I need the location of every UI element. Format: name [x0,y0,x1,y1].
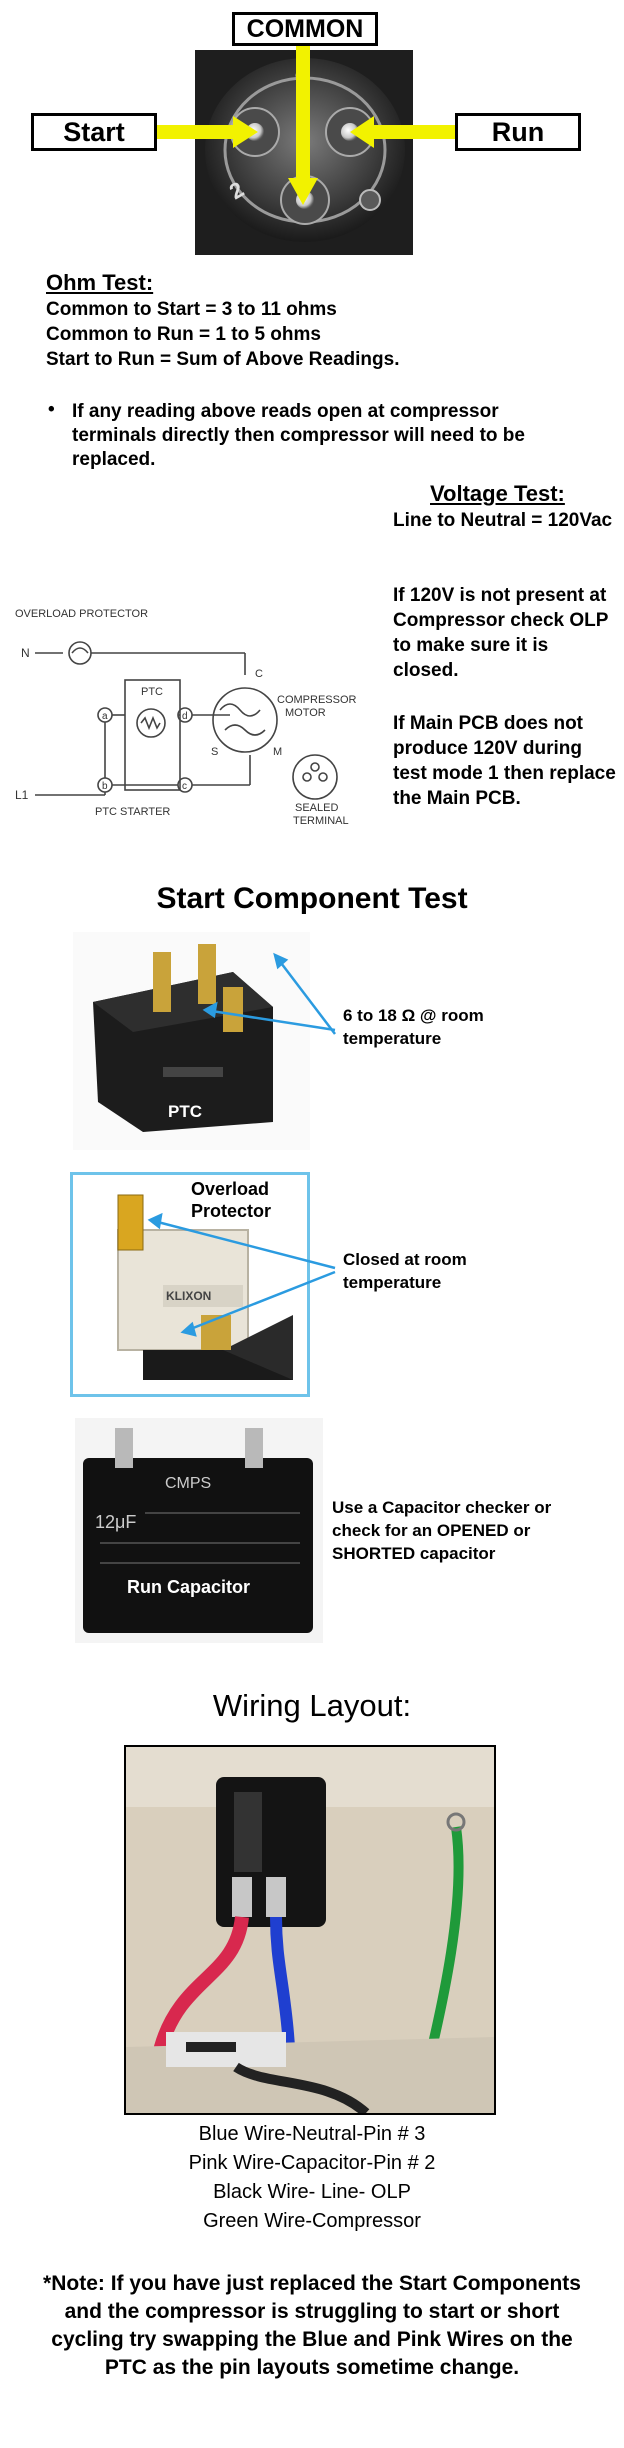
start-arrow [157,116,258,148]
wire-caption-blue: Blue Wire-Neutral-Pin # 3 [198,2123,426,2145]
overload-photo-label-1: Overload [191,1179,269,1199]
schem-compressor-1: COMPRESSOR [277,694,357,706]
ptc-photo: PTC [73,932,310,1150]
swap-wires-note: *Note: If you have just replaced the Sta… [43,2272,581,2379]
capacitor-marking-2: 12μF [95,1512,136,1532]
schem-a: a [102,711,108,722]
overload-photo: KLIXON Overload Protector [70,1172,310,1397]
ohm-test-line-3: Start to Run = Sum of Above Readings. [46,349,400,370]
wire-caption-green: Green Wire-Compressor [203,2210,421,2232]
schem-ptc: PTC [141,686,163,698]
schem-c: c [182,781,187,792]
capacitor-check-note: Use a Capacitor checker or check for an … [332,1498,552,1563]
schem-sealed-2: TERMINAL [293,815,349,827]
voltage-pcb-check: If Main PCB does not produce 120V during… [393,713,616,809]
voltage-test-title: Voltage Test: [430,481,565,506]
ptc-wiring-schematic: OVERLOAD PROTECTOR N L1 PTC PTC STARTER … [15,608,357,827]
schem-d: d [182,711,188,722]
schem-M: M [273,746,282,758]
start-component-title: Start Component Test [156,882,468,915]
ptc-resistance-note: 6 to 18 Ω @ room temperature [343,1006,484,1048]
start-label: Start [31,113,157,151]
callout-arrows [147,952,336,1337]
schem-S: S [211,746,218,758]
schem-b: b [102,781,108,792]
capacitor-photo-label: Run Capacitor [127,1577,250,1597]
run-arrow [350,116,455,148]
schem-compressor-2: MOTOR [285,707,326,719]
voltage-line-neutral: Line to Neutral = 120Vac [393,510,613,531]
schem-ptc-starter: PTC STARTER [95,806,170,818]
schem-C: C [255,668,263,680]
wiring-layout-title: Wiring Layout: [212,1688,412,1723]
wire-caption-pink: Pink Wire-Capacitor-Pin # 2 [188,2152,436,2174]
ohm-test-bullet: If any reading above reads open at compr… [72,401,525,470]
ohm-test-line-1: Common to Start = 3 to 11 ohms [46,299,337,320]
voltage-olp-check: If 120V is not present at Compressor che… [393,585,609,681]
schem-n: N [21,646,30,660]
schem-l1: L1 [15,788,29,802]
overload-closed-note: Closed at room temperature [343,1250,467,1292]
ohm-test-title: Ohm Test: [46,270,154,295]
ohm-test-line-2: Common to Run = 1 to 5 ohms [46,324,321,345]
run-label: Run [455,113,581,151]
ptc-photo-label: PTC [168,1102,202,1121]
bullet-dot: • [48,399,55,420]
run-capacitor-photo: CMPS 12μF Run Capacitor [75,1418,323,1643]
terminal-arrows [157,32,455,205]
common-arrow [288,32,318,205]
wire-caption-black: Black Wire- Line- OLP [213,2181,411,2203]
schem-sealed-1: SEALED [295,802,338,814]
svg-text:KLIXON: KLIXON [166,1289,211,1303]
capacitor-marking-1: CMPS [165,1475,211,1492]
wiring-photo [124,1745,496,2115]
common-label: COMMON [232,12,378,46]
schem-overload-protector: OVERLOAD PROTECTOR [15,608,148,620]
overload-photo-label-2: Protector [191,1201,271,1221]
